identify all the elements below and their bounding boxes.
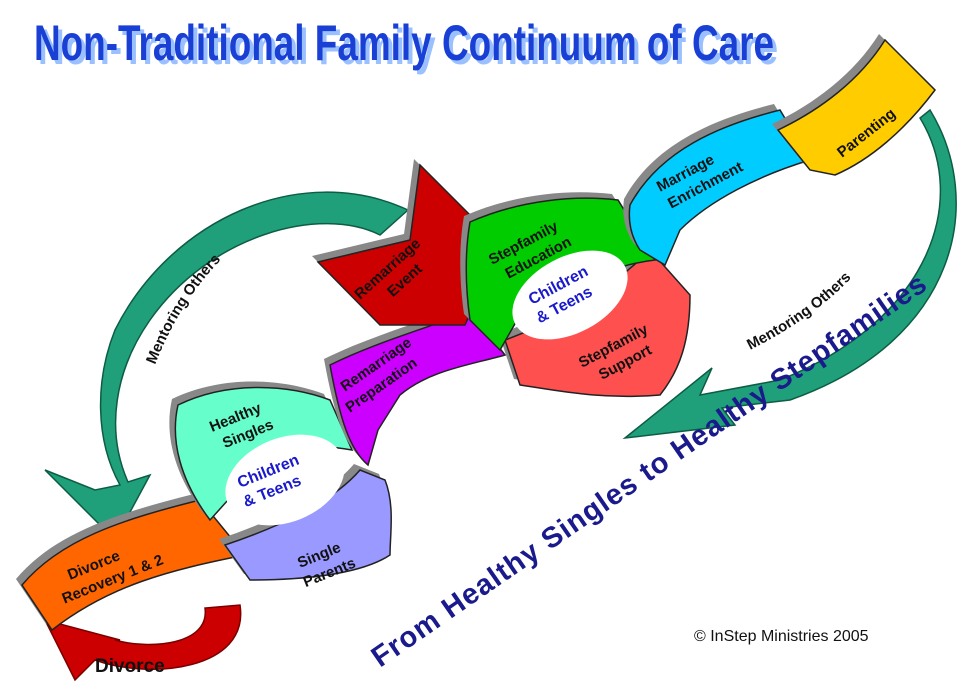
stage-parenting: Parenting — [772, 34, 936, 176]
children-teens-right: Children & Teens — [512, 250, 628, 340]
divorce-arrow — [43, 604, 242, 682]
children-teens-left: Children & Teens — [225, 434, 345, 526]
title-text: Non-Traditional Family Continuum of Care — [34, 15, 774, 71]
page-title: Non-Traditional Family Continuum of Care… — [34, 15, 778, 75]
stage-single-parents: Single Parents — [219, 464, 392, 591]
title-shadow: Non-Traditional Family Continuum of Care — [38, 19, 778, 75]
copyright-notice: © InStep Ministries 2005 — [694, 628, 869, 645]
stage-remarriage-event: Remarriage Event — [312, 159, 501, 326]
stage-marriage-enrichment: Marriage Enrichment — [623, 104, 812, 267]
stage-remarriage-preparation: Remarriage Preparation — [324, 304, 507, 467]
mentoring-arrow-left — [44, 191, 410, 542]
mentoring-arrow-right — [622, 108, 957, 440]
divorce-label: Divorce — [95, 656, 165, 677]
